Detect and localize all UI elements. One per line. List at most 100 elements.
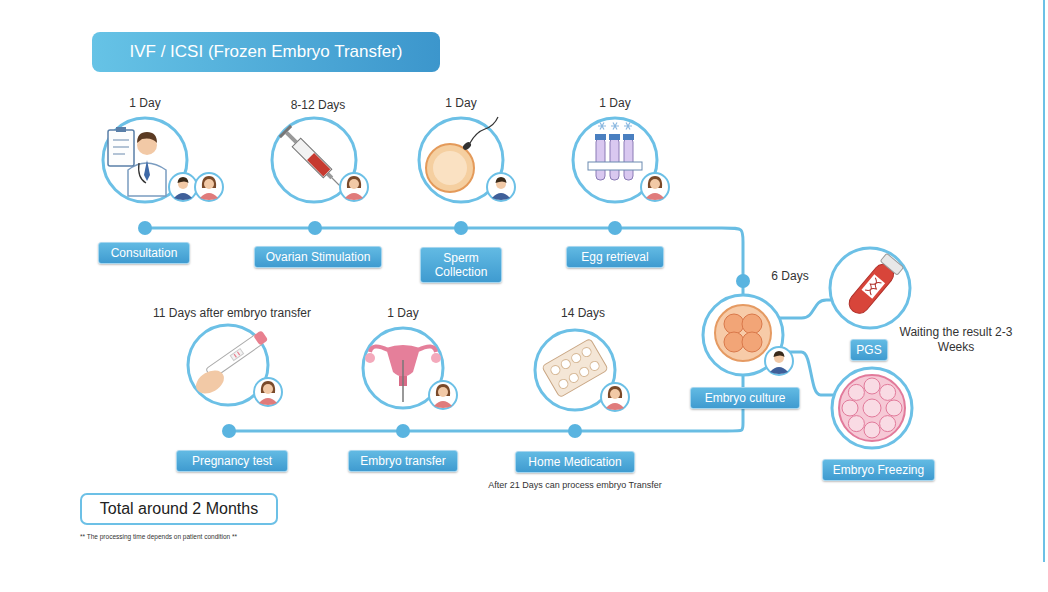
doctor-hair: [137, 132, 157, 143]
ovary: [365, 353, 375, 363]
embryo-cell: [724, 314, 744, 334]
step-node: 8-12 DaysOvarian Stimulation: [250, 92, 386, 268]
woman-avatar: [195, 173, 223, 201]
woman-avatar: [254, 378, 282, 406]
step-node: 1 DaySperm Collection: [415, 92, 507, 284]
duration-text: 11 Days after embryo transfer: [134, 306, 330, 321]
cell: [863, 399, 881, 417]
timeline-connector: [290, 430, 346, 433]
pill: [570, 352, 582, 364]
duration-text: 1 Day: [562, 96, 668, 111]
pill-pack-icon: [542, 338, 608, 397]
duration-text: 1 Day: [95, 96, 195, 111]
stick-window: [230, 349, 243, 361]
timeline-connector: [638, 410, 743, 431]
timeline-segments: [145, 228, 834, 431]
step-circle: [832, 368, 912, 448]
pill-pack: [542, 338, 608, 397]
dna-strand: [865, 278, 881, 295]
timeline-segment: [145, 227, 195, 230]
step-label: Home Medication: [515, 451, 635, 473]
timeline-connector: [460, 430, 512, 433]
tube-cap: [880, 253, 903, 275]
clipboard-lines: [113, 140, 129, 154]
timeline-segment: [229, 430, 290, 433]
snowflakes: [598, 123, 632, 130]
cell: [842, 400, 858, 416]
timeline-segment: [742, 375, 745, 410]
syringe-thumb: [279, 125, 292, 138]
timeline-dots: [138, 221, 750, 438]
step-node: 6 DaysEmbryo culture: [690, 262, 800, 410]
cell: [848, 416, 864, 432]
step-label: Embryo transfer: [348, 450, 458, 472]
timeline-dot: [608, 221, 622, 235]
duration-text: 14 Days: [520, 306, 646, 321]
cell: [880, 384, 896, 400]
timeline-connector: [800, 352, 822, 395]
woman-avatar: [429, 381, 457, 409]
woman-avatar: [340, 173, 368, 201]
syringe-fluid: [307, 153, 330, 176]
sperm-tail: [470, 117, 498, 143]
egg-inner: [433, 151, 467, 185]
snowflake: [598, 123, 606, 130]
step-label: Embryo Freezing: [822, 459, 935, 481]
duration-text: 1 Day: [415, 96, 507, 111]
timeline-dot: [138, 221, 152, 235]
embryo-cell: [742, 332, 762, 352]
man-avatar: [487, 173, 515, 201]
tube-cap: [623, 134, 634, 140]
doctor-icon: [108, 127, 166, 196]
tube-label: [861, 274, 885, 298]
step-node: 1 DayEmbryo transfer: [346, 304, 460, 472]
doctor-avatar: [765, 347, 793, 375]
cell: [864, 378, 880, 394]
cell: [864, 422, 880, 438]
test-tube: [624, 138, 633, 180]
pill: [580, 346, 592, 358]
summary-box: Total around 2 Months: [80, 493, 278, 525]
egg-sperm-icon: [426, 117, 498, 192]
man-avatar: [169, 173, 197, 201]
timeline-connector: [668, 228, 743, 262]
summary-text: Total around 2 Months: [82, 499, 276, 519]
tube-rack: [588, 162, 642, 170]
step-label: Consultation: [98, 242, 190, 264]
catheter: [402, 360, 404, 402]
cell: [880, 416, 896, 432]
blastocyst: [839, 375, 905, 441]
timeline-dot: [396, 424, 410, 438]
embryo-cell: [724, 332, 744, 352]
woman-avatar: [601, 383, 629, 411]
blood-tube-icon: [844, 253, 903, 318]
embryo-cell: [742, 314, 762, 334]
syringe-icon: [279, 125, 349, 195]
timeline-segment: [779, 317, 800, 320]
pill: [557, 378, 569, 390]
disclaimer-note: ** The processing time depends on patien…: [80, 533, 400, 541]
syringe-barrel: [292, 138, 332, 178]
tube-cap: [609, 134, 620, 140]
step-node: Embryo Freezing: [822, 366, 935, 480]
clipboard: [108, 130, 134, 166]
timeline-dot: [736, 274, 750, 288]
fallopian-tube: [418, 346, 436, 352]
duration-text: 6 Days: [766, 269, 814, 284]
step-node: 1 DayEgg retrieval: [562, 92, 668, 270]
step-circle: [830, 248, 910, 328]
step-node: PGSWaiting the result 2-3 Weeks: [828, 246, 912, 360]
timeline-dot: [454, 221, 468, 235]
stick-lines: [234, 352, 240, 358]
woman-avatar: [641, 173, 669, 201]
cell: [848, 384, 864, 400]
timeline-segment: [822, 394, 834, 397]
cell: [886, 400, 902, 416]
pill: [588, 360, 600, 372]
clipboard-clip: [116, 127, 126, 132]
step-label: Ovarian Stimulation: [254, 246, 382, 268]
test-tube: [610, 138, 619, 180]
timeline-dot: [308, 221, 322, 235]
